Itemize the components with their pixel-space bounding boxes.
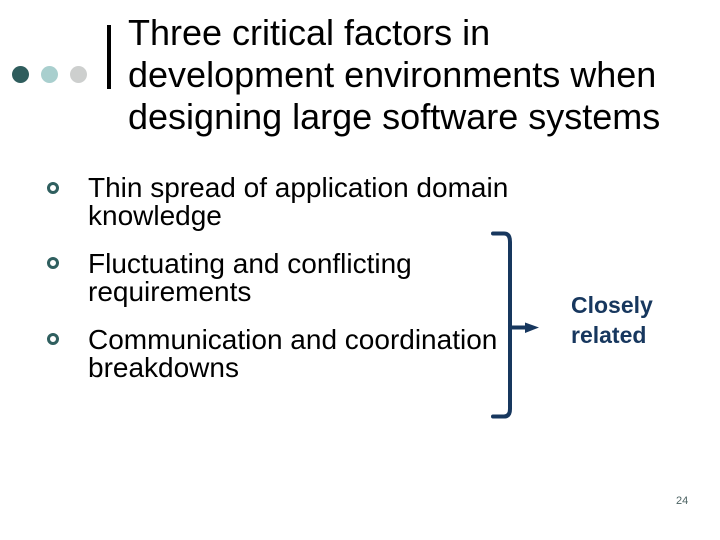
decor-dot-gray-icon: [70, 66, 87, 83]
closely-related-label: Closely related: [571, 292, 653, 348]
bullet-item-text: Communication and coordination breakdown…: [88, 324, 498, 383]
decor-dot-dark-teal-icon: [12, 66, 29, 83]
bullet-marker-icon: [47, 257, 59, 269]
title-accent-bar: [107, 25, 111, 89]
decor-dot-light-teal-icon: [41, 66, 58, 83]
bullet-marker-icon: [47, 333, 59, 345]
bullet-item-text: Thin spread of application domain knowle…: [88, 172, 509, 231]
bullet-marker-icon: [47, 182, 59, 194]
slide-title: Three critical factors in development en…: [128, 12, 661, 137]
bullet-item-text: Fluctuating and conflicting requirements: [88, 248, 412, 307]
slide-number: 24: [676, 495, 689, 507]
grouping-bracket-icon: [491, 231, 539, 419]
